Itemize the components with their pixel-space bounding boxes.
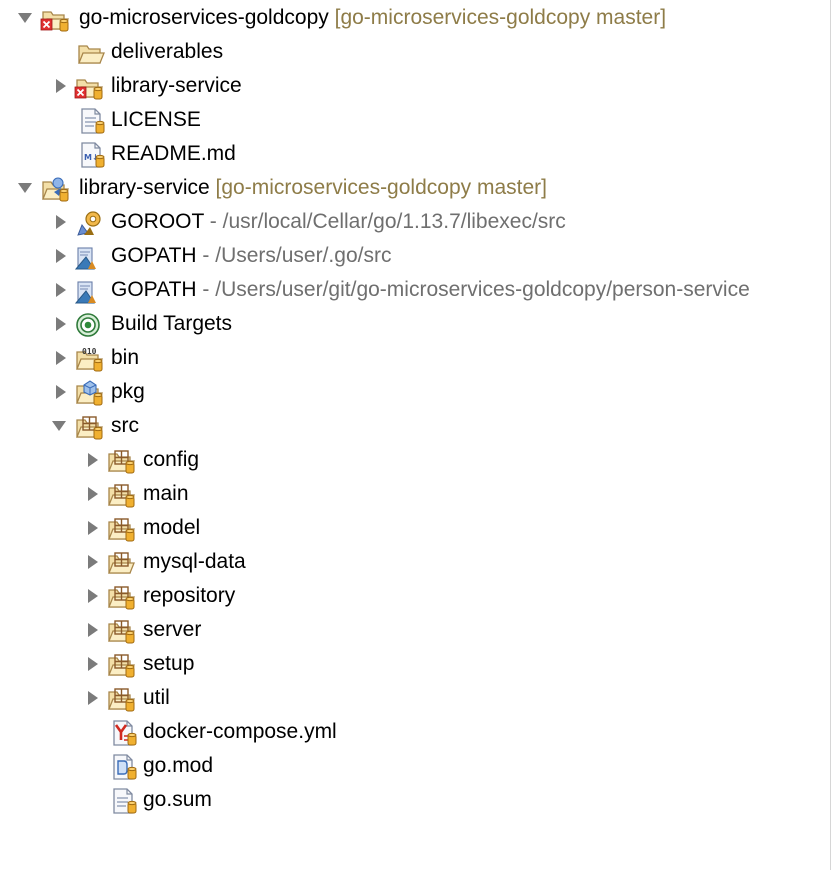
package-label: main (143, 482, 189, 505)
tree-row-setup[interactable]: setup (0, 647, 830, 681)
file-label: go.mod (143, 754, 214, 777)
source-folder-icon (74, 413, 104, 441)
folder-icon (76, 39, 106, 67)
tree-row-go-mod[interactable]: go.mod (0, 749, 830, 783)
expand-arrow-icon[interactable] (52, 281, 70, 299)
file-label: LICENSE (111, 108, 201, 131)
gopath-label: GOPATH (111, 278, 197, 301)
package-label: util (143, 686, 170, 709)
project-folder-error-icon (40, 5, 70, 33)
collapse-arrow-icon[interactable] (16, 9, 34, 27)
folder-label: pkg (111, 380, 145, 403)
tree-row-library-service-child[interactable]: library-service (0, 69, 830, 103)
text-file-icon (76, 107, 106, 135)
tree-row-main[interactable]: main (0, 477, 830, 511)
target-icon (74, 311, 104, 339)
package-label: setup (143, 652, 195, 675)
tree-row-bin[interactable]: bin (0, 341, 830, 375)
package-label: repository (143, 584, 236, 607)
git-decoration: [go-microservices-goldcopy master] (215, 176, 547, 199)
expand-arrow-icon[interactable] (52, 247, 70, 265)
package-folder-icon (74, 379, 104, 407)
gopath-icon (74, 277, 104, 305)
goroot-icon (74, 209, 104, 237)
expand-arrow-icon[interactable] (52, 383, 70, 401)
package-icon (106, 549, 136, 577)
tree-row-license[interactable]: LICENSE (0, 103, 830, 137)
package-icon (106, 617, 136, 645)
expand-arrow-icon[interactable] (84, 689, 102, 707)
package-icon (106, 447, 136, 475)
expand-arrow-icon[interactable] (84, 621, 102, 639)
package-icon (106, 481, 136, 509)
package-icon (106, 583, 136, 611)
package-label: config (143, 448, 200, 471)
tree-row-readme[interactable]: README.md (0, 137, 830, 171)
tree-row-config[interactable]: config (0, 443, 830, 477)
gopath-label: GOPATH (111, 244, 197, 267)
package-label: mysql-data (143, 550, 246, 573)
collapse-arrow-icon[interactable] (50, 417, 68, 435)
tree-row-src[interactable]: src (0, 409, 830, 443)
expand-arrow-icon[interactable] (52, 213, 70, 231)
git-decoration: [go-microservices-goldcopy master] (334, 6, 667, 29)
expand-arrow-icon[interactable] (84, 587, 102, 605)
tree-row-library-service-project[interactable]: library-service [go-microservices-goldco… (0, 171, 830, 205)
goroot-label: GOROOT (111, 210, 204, 233)
file-label: go.sum (143, 788, 212, 811)
folder-error-icon (74, 73, 104, 101)
expand-arrow-icon[interactable] (84, 519, 102, 537)
expand-arrow-icon[interactable] (84, 553, 102, 571)
goroot-path: - /usr/local/Cellar/go/1.13.7/libexec/sr… (209, 210, 566, 233)
tree-row-mysql-data[interactable]: mysql-data (0, 545, 830, 579)
tree-row-root-project[interactable]: go-microservices-goldcopy [go-microservi… (0, 1, 830, 35)
tree-row-build-targets[interactable]: Build Targets (0, 307, 830, 341)
package-icon (106, 515, 136, 543)
tree-row-util[interactable]: util (0, 681, 830, 715)
tree-row-model[interactable]: model (0, 511, 830, 545)
expand-arrow-icon[interactable] (52, 315, 70, 333)
go-mod-file-icon (108, 753, 138, 781)
gopath-path: - /Users/user/.go/src (202, 244, 392, 267)
tree-row-gopath-1[interactable]: GOPATH - /Users/user/.go/src (0, 239, 830, 273)
gopath-path: - /Users/user/git/go-microservices-goldc… (202, 278, 750, 301)
tree-row-repository[interactable]: repository (0, 579, 830, 613)
expand-arrow-icon[interactable] (84, 655, 102, 673)
tree-row-gopath-2[interactable]: GOPATH - /Users/user/git/go-microservice… (0, 273, 830, 307)
yaml-file-icon (108, 719, 138, 747)
package-label: model (143, 516, 201, 539)
text-file-icon (108, 787, 138, 815)
tree-row-goroot[interactable]: GOROOT - /usr/local/Cellar/go/1.13.7/lib… (0, 205, 830, 239)
tree-row-pkg[interactable]: pkg (0, 375, 830, 409)
expand-arrow-icon[interactable] (84, 485, 102, 503)
build-targets-label: Build Targets (111, 312, 233, 335)
folder-label: bin (111, 346, 140, 369)
gopath-icon (74, 243, 104, 271)
package-icon (106, 685, 136, 713)
package-label: server (143, 618, 202, 641)
tree-row-docker-compose[interactable]: docker-compose.yml (0, 715, 830, 749)
folder-label: src (111, 414, 139, 437)
expand-arrow-icon[interactable] (52, 77, 70, 95)
panel-right-border (830, 0, 831, 870)
markdown-file-icon (76, 141, 106, 169)
tree-row-server[interactable]: server (0, 613, 830, 647)
tree-row-deliverables[interactable]: deliverables (0, 35, 830, 69)
file-label: README.md (111, 142, 236, 165)
package-icon (106, 651, 136, 679)
collapse-arrow-icon[interactable] (16, 179, 34, 197)
tree-row-go-sum[interactable]: go.sum (0, 783, 830, 817)
project-label: library-service (79, 176, 210, 199)
root-project-label: go-microservices-goldcopy (79, 6, 329, 29)
folder-label: deliverables (111, 40, 224, 63)
binary-folder-icon (74, 345, 104, 373)
expand-arrow-icon[interactable] (52, 349, 70, 367)
file-label: docker-compose.yml (143, 720, 337, 743)
folder-label: library-service (111, 74, 242, 97)
go-project-icon (40, 175, 70, 203)
expand-arrow-icon[interactable] (84, 451, 102, 469)
